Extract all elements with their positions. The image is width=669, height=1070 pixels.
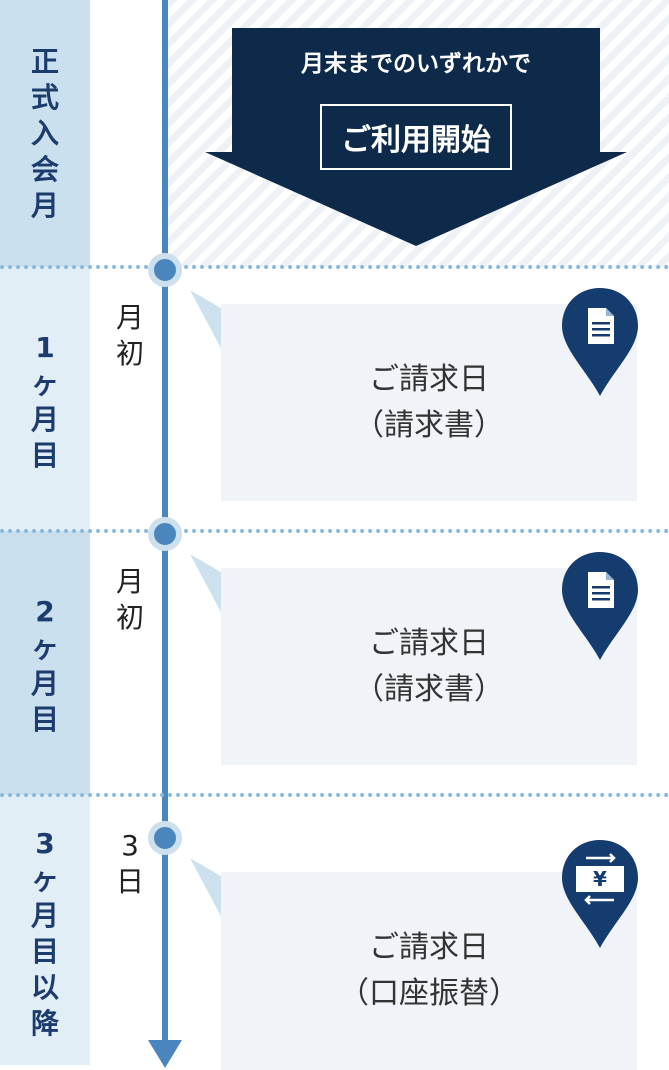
card-notch-3 — [190, 858, 224, 922]
yen-transfer-icon: ¥ — [562, 840, 638, 948]
document-icon — [562, 552, 638, 660]
event-card-1: ご請求日 （請求書） — [221, 304, 637, 501]
event-card-3: ご請求日 （口座振替） — [221, 872, 637, 1070]
timing-label-month-1: 月初 — [115, 301, 144, 370]
timing-label-month-2: 月初 — [115, 565, 144, 634]
event-title: ご請求日 — [369, 930, 489, 965]
event-method: （請求書） — [354, 407, 504, 443]
period-band-month-3-onward — [0, 795, 90, 1065]
card-notch-1 — [190, 290, 224, 354]
event-title: ご請求日 — [369, 361, 489, 397]
period-band-start — [0, 0, 90, 267]
start-arrow-banner — [205, 28, 627, 246]
period-band-month-1 — [0, 267, 90, 531]
start-caption: 月末までのいずれかで — [301, 51, 531, 77]
timeline-node-month-3 — [148, 821, 182, 855]
event-method: （口座振替） — [339, 976, 519, 1011]
timeline-arrowhead — [148, 1040, 182, 1068]
timeline-node-month-1 — [148, 517, 182, 551]
divider-month-1 — [0, 265, 669, 269]
document-icon — [562, 288, 638, 396]
period-label-start: 正式入会月 — [30, 45, 59, 222]
start-usage-label: ご利用開始 — [320, 104, 512, 170]
divider-month-3 — [0, 793, 669, 797]
card-notch-2 — [190, 554, 224, 618]
svg-text:¥: ¥ — [593, 867, 607, 891]
period-band-month-2 — [0, 531, 90, 795]
divider-month-2 — [0, 529, 669, 533]
timeline-node-start — [148, 253, 182, 287]
event-title: ご請求日 — [369, 625, 489, 661]
event-method: （請求書） — [354, 671, 504, 707]
